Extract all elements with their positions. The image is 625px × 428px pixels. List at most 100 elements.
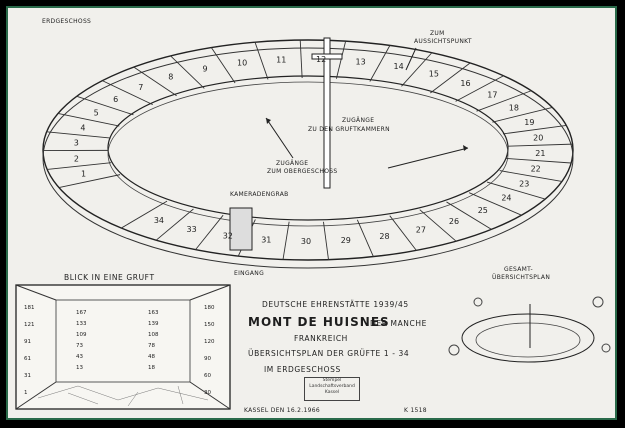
overview-ring-inner [475, 322, 581, 358]
crypt-view-number: 1 [24, 390, 28, 396]
crypt-view-number: 121 [24, 322, 35, 328]
crypt-view-number: 181 [24, 305, 35, 311]
crypt-partition [506, 158, 572, 164]
crypt-view-number: 139 [148, 321, 159, 327]
crypt-partition [282, 221, 290, 260]
overview-label-1: GESAMT- [504, 266, 534, 273]
crypt-number: 28 [379, 232, 389, 241]
crypt-view-number: 163 [148, 310, 159, 316]
crypt-view-number: 150 [204, 322, 215, 328]
title-line-2-main: MONT DE HUISNES [248, 315, 390, 329]
crypt-view-number: 61 [24, 356, 31, 362]
crypt-view-number: 78 [148, 343, 155, 349]
arrow-crypt-access-head [463, 145, 468, 151]
stamp-line: Landschaftsverband [309, 384, 355, 389]
arrow-upper-access [265, 117, 294, 159]
title-line-3: FRANKREICH [294, 334, 348, 343]
crypt-view-number: 180 [204, 305, 215, 311]
title-line-1: DEUTSCHE EHRENSTÄTTE 1939/45 [262, 300, 409, 309]
crypt-access-label-2: ZU DEN GRUFTKAMMERN [308, 126, 390, 133]
crypt-view-number: 90 [204, 356, 211, 362]
crypt-view-box [15, 284, 231, 410]
central-cross-arm [311, 53, 343, 60]
crypt-number: 7 [138, 83, 143, 92]
crypt-number: 21 [535, 149, 545, 158]
crypt-number: 34 [154, 216, 164, 225]
crypt-number: 33 [187, 225, 197, 234]
crypt-number: 10 [237, 59, 247, 68]
crypt-view-label: BLICK IN EINE GRUFT [64, 273, 155, 282]
arrow-crypt-access [387, 147, 469, 169]
ring-inner-edge [107, 75, 509, 221]
crypt-partition [155, 208, 194, 241]
crypt-number: 8 [168, 73, 173, 82]
lookout-label-1: ZUM [430, 30, 445, 37]
crypt-number: 5 [94, 109, 99, 118]
crypt-partition [507, 143, 573, 147]
crypt-partition [419, 209, 457, 242]
crypt-view-number: 30 [204, 390, 211, 396]
overview-label-2: ÜBERSICHTSPLAN [492, 274, 551, 281]
crypt-partition [170, 55, 205, 89]
crypt-access-label-1: ZUGÄNGE [342, 117, 375, 124]
crypt-partition [47, 162, 112, 170]
crypt-number: 9 [202, 64, 207, 73]
crypt-number: 13 [356, 57, 366, 66]
crypt-partition [468, 192, 522, 216]
crypt-partition [76, 95, 134, 116]
crypt-partition [356, 219, 374, 257]
crypt-partition [254, 42, 269, 80]
crypt-view-number: 120 [204, 339, 215, 345]
crypt-partition [502, 124, 567, 135]
overview-tree [448, 344, 460, 356]
crypt-partition [486, 181, 546, 200]
title-line-4: ÜBERSICHTSPLAN DER GRÜFTE 1 - 34 [248, 349, 410, 358]
crypt-partition [492, 107, 553, 123]
crypt-view-number: 31 [24, 373, 31, 379]
crypt-partition [58, 174, 121, 189]
crypt-partition [121, 200, 168, 229]
crypt-number: 19 [524, 118, 534, 127]
crypt-partition [57, 113, 120, 127]
ring-outer-edge [42, 39, 574, 261]
crypt-number: 11 [276, 56, 286, 65]
entrance-label: EINGANG [234, 270, 265, 277]
crypt-number: 25 [478, 206, 488, 215]
crypt-number: 4 [80, 123, 85, 132]
crypt-partition [102, 80, 153, 106]
sheet-date: KASSEL DEN 16.2.1966 [244, 407, 320, 414]
upper-access-label-2: ZUM OBERGESCHOSS [267, 168, 338, 175]
crypt-partition [323, 221, 329, 260]
crypt-partition [133, 66, 177, 97]
crypt-view-number: 48 [148, 354, 155, 360]
crypt-view-number: 133 [76, 321, 87, 327]
crypt-number: 20 [533, 133, 543, 142]
crypt-partition [389, 215, 417, 251]
crypt-number: 12 [316, 55, 326, 64]
crypt-partition [455, 75, 504, 102]
crypt-partition [335, 41, 347, 79]
ring-outer-base [42, 47, 574, 269]
crypt-partition [499, 170, 562, 182]
crypt-number: 22 [531, 164, 541, 173]
crypt-number: 17 [487, 91, 497, 100]
crypt-view-inner [55, 299, 191, 383]
crypt-number: 16 [460, 79, 470, 88]
overview-ring-outer [461, 313, 595, 363]
comrade-grave-label: KAMERADENGRAB [230, 191, 289, 198]
crypt-partition [476, 90, 532, 112]
upper-access-label-1: ZUGÄNGE [276, 160, 309, 167]
crypt-partition [299, 40, 303, 79]
crypt-number: 1 [81, 170, 86, 179]
crypt-view-number: 43 [76, 354, 83, 360]
crypt-view-number: 18 [148, 365, 155, 371]
crypt-partitions [43, 40, 573, 260]
lookout-label-2: AUSSICHTSPUNKT [414, 38, 472, 45]
crypt-view-number: 60 [204, 373, 211, 379]
crypt-partition [195, 214, 224, 250]
crypt-number: 2 [74, 154, 79, 163]
